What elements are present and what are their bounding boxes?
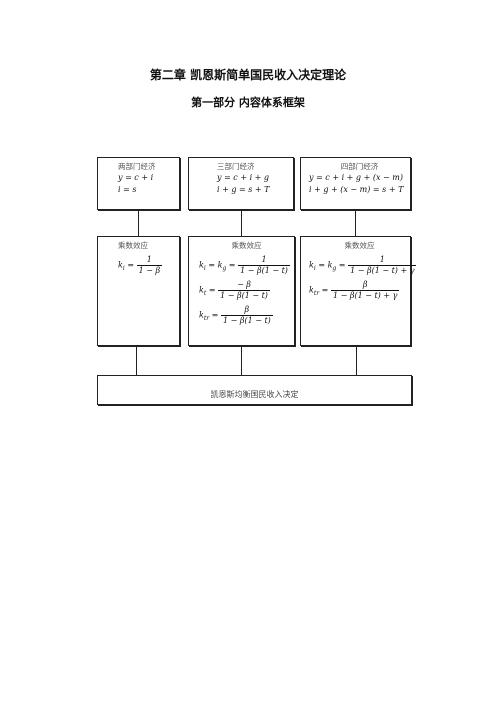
- two-sector-box: 两部门经济 y = c + i i = s: [97, 157, 180, 210]
- four-multiplier-formula-1: ki = kg = 1 1 − β(1 − t) + γ: [309, 255, 417, 275]
- four-f2-den: 1 − β(1 − t) + γ: [332, 291, 398, 300]
- three-f1-mid-sub: g: [222, 265, 227, 273]
- three-sector-label: 三部门经济: [217, 162, 255, 171]
- connector-four-top: [355, 210, 356, 236]
- three-f2-fraction: − β 1 − β(1 − t): [218, 280, 270, 301]
- three-f3-num: β: [220, 305, 273, 316]
- two-sector-eq2: i = s: [118, 185, 137, 194]
- three-f1-num: 1: [238, 255, 290, 266]
- connector-two-top: [138, 210, 139, 236]
- four-sector-label: 四部门经济: [340, 162, 379, 171]
- four-f2-sub: tr: [313, 290, 320, 298]
- four-sector-multiplier-box: 乘数效应 ki = kg = 1 1 − β(1 − t) + γ ktr = …: [300, 236, 417, 346]
- three-f1-lhs: k: [199, 260, 204, 270]
- four-f1-num: 1: [348, 255, 417, 266]
- two-sector-label: 两部门经济: [118, 162, 156, 171]
- three-f2-den: 1 − β(1 − t): [220, 291, 268, 300]
- three-f1-fraction: 1 1 − β(1 − t): [238, 255, 290, 276]
- three-f3-den: 1 − β(1 − t): [222, 316, 271, 325]
- two-multiplier-formula: ki = 1 1 − β: [118, 255, 163, 276]
- four-f1-lhs: k: [309, 260, 314, 270]
- three-f1-den: 1 − β(1 − t): [240, 266, 288, 275]
- two-sector-multiplier-box: 乘数效应 ki = 1 1 − β: [97, 236, 180, 346]
- two-ki-sub: i: [122, 265, 125, 273]
- three-f3-lhs: k: [199, 310, 204, 320]
- two-ki-den: 1 − β: [138, 266, 161, 275]
- two-multiplier-label: 乘数效应: [118, 241, 148, 250]
- four-f1-den: 1 − β(1 − t) + γ: [350, 266, 415, 275]
- connector-four-bottom: [356, 346, 357, 375]
- three-sector-eq2: i + g = s + T: [217, 185, 270, 194]
- four-f2-lhs: k: [309, 285, 314, 295]
- chapter-title: 第二章 凯恩斯简单国民收入决定理论: [149, 68, 347, 82]
- three-f2-sub: t: [203, 290, 207, 298]
- equilibrium-income-label: 凯恩斯均衡国民收入决定: [210, 390, 299, 399]
- four-f2-num: β: [330, 280, 400, 291]
- two-ki-lhs: k: [118, 260, 123, 270]
- three-f1-sub: i: [203, 265, 206, 273]
- three-sector-eq1: y = c + i + g: [217, 173, 270, 182]
- two-sector-eq1: y = c + i: [118, 173, 154, 182]
- four-sector-box: 四部门经济 y = c + i + g + (x − m) i + g + (x…: [300, 157, 411, 210]
- three-multiplier-formula-2: kt = − β 1 − β(1 − t): [199, 280, 270, 301]
- four-f1-fraction: 1 1 − β(1 − t) + γ: [348, 255, 417, 276]
- four-sector-eq1: y = c + i + g + (x − m): [309, 173, 403, 182]
- connector-two-bottom: [136, 346, 137, 375]
- section-title: 第一部分 内容体系框架: [191, 96, 305, 109]
- three-multiplier-formula-1: ki = kg = 1 1 − β(1 − t): [199, 255, 290, 276]
- four-sector-eq2: i + g + (x − m) = s + T: [309, 185, 404, 194]
- two-ki-fraction: 1 1 − β: [136, 255, 163, 276]
- three-f3-sub: tr: [203, 315, 210, 323]
- three-multiplier-formula-3: ktr = β 1 − β(1 − t): [199, 305, 273, 326]
- four-multiplier-label: 乘数效应: [344, 241, 375, 250]
- four-f2-fraction: β 1 − β(1 − t) + γ: [330, 280, 400, 301]
- three-f2-lhs: k: [199, 285, 204, 295]
- four-multiplier-formula-2: ktr = β 1 − β(1 − t) + γ: [309, 280, 400, 301]
- four-f1-sub: i: [313, 265, 316, 273]
- connector-three-bottom: [241, 346, 242, 375]
- four-f1-mid-sub: g: [332, 265, 337, 273]
- three-multiplier-label: 乘数效应: [231, 241, 262, 250]
- four-f1-mid: = k: [318, 260, 333, 270]
- connector-three-top: [241, 210, 242, 236]
- three-f2-num: − β: [218, 280, 270, 291]
- three-sector-multiplier-box: 乘数效应 ki = kg = 1 1 − β(1 − t) kt = − β 1…: [188, 236, 295, 346]
- three-f1-mid: = k: [208, 260, 223, 270]
- equilibrium-income-box: 凯恩斯均衡国民收入决定: [97, 375, 412, 405]
- three-sector-box: 三部门经济 y = c + i + g i + g = s + T: [188, 157, 294, 210]
- three-f3-fraction: β 1 − β(1 − t): [220, 305, 273, 326]
- two-ki-num: 1: [136, 255, 163, 266]
